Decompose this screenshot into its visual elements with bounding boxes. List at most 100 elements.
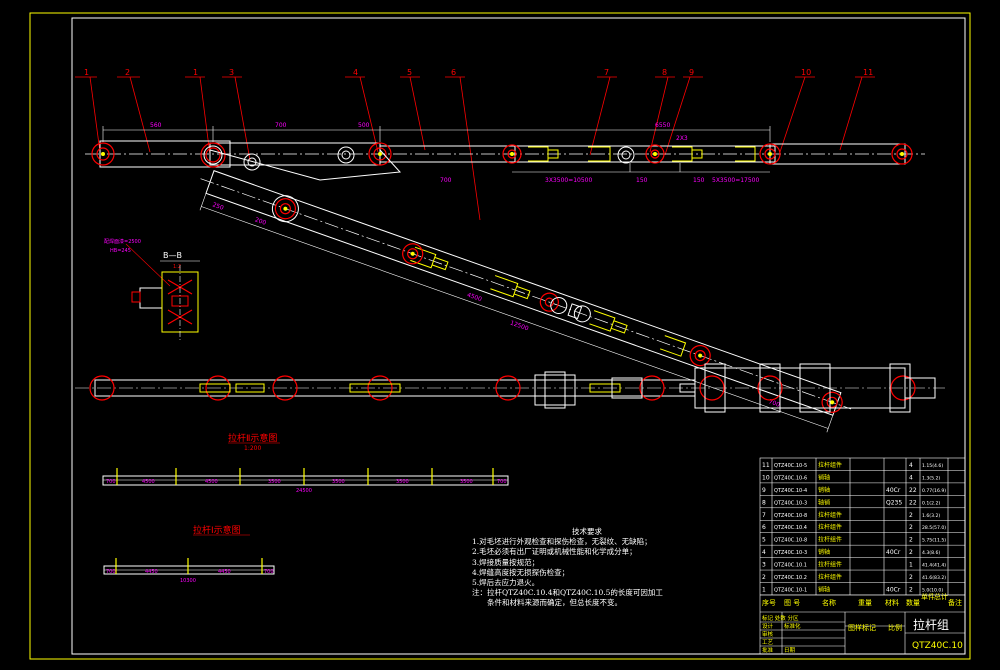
parts-row-qty: 4 — [909, 462, 913, 469]
top-rod-assembly: 560 700 500 6550 700 150 3X3500=10500 15… — [85, 122, 925, 184]
parts-row-seq: 1 — [762, 586, 766, 593]
tech-notes-title: 技术要求 — [572, 527, 602, 536]
dim-top-8: 150 — [693, 177, 705, 184]
tech-note-line: 3.焊接质量按规范； — [472, 557, 540, 567]
parts-row-qty: 1 — [909, 562, 913, 569]
header-stage: 图样标记 — [848, 623, 876, 632]
parts-row-name: 销轴 — [818, 585, 830, 593]
parts-row-seq: 11 — [762, 462, 770, 469]
parts-row-name: 轴销 — [818, 498, 830, 506]
parts-row-seq: 10 — [762, 474, 770, 481]
callout-labels: 1 2 1 3 4 5 6 7 8 9 10 11 — [84, 68, 873, 77]
header-weight: 重量 — [858, 599, 872, 607]
title-block: 拉杆组 QTZ40C.10 序号 图 号 名称 重量 材料 数量 备注 单件 总… — [762, 592, 963, 654]
parts-row-code: QTZ40C.10-8 — [774, 538, 807, 544]
parts-row-material: 40Cr — [886, 586, 901, 593]
parts-row-seq: 8 — [762, 499, 766, 506]
dim-top-10: 2X3 — [676, 135, 688, 142]
title-row-4: 工艺 — [762, 639, 774, 646]
connector-plate — [209, 149, 402, 181]
parts-row-weight: 5.75(11.5) — [922, 538, 946, 544]
sheet-diagram-2: 拉杆Ⅰ示意图 700 4450 4450 700 10300 — [103, 524, 275, 584]
header-material: 材料 — [885, 598, 899, 607]
sheet2-dim-1: 700 — [106, 569, 116, 575]
tech-note-line: 注：拉杆QTZ40C.10.4和QTZ40C.10.5的长度可因加工 — [472, 588, 663, 598]
sheet1-dim-6: 3500 — [396, 479, 409, 485]
tech-note-line: 1.对毛坯进行外观检查和探伤检查，无裂纹、无缺陷； — [472, 537, 652, 547]
parts-list-grid — [759, 457, 966, 655]
parts-row-qty: 2 — [909, 549, 913, 556]
parts-row-weight: 1.3(5.2) — [922, 475, 940, 481]
parts-row-code: QTZ40C.10-3 — [774, 550, 807, 556]
header-unit: 单件 — [921, 592, 935, 601]
header-seq: 序号 — [762, 598, 776, 607]
header-scale: 比例 — [888, 623, 902, 632]
parts-row-weight: 41.4(41.4) — [922, 563, 946, 569]
parts-row-qty: 2 — [909, 574, 913, 581]
callout-1a: 1 — [84, 68, 89, 77]
sheet1-dim-4: 3500 — [268, 479, 281, 485]
title-row-7: 日期 — [784, 647, 796, 654]
title-row-1: 标记 处数 分区 — [762, 614, 799, 622]
drawing-border — [71, 17, 966, 655]
callout-9: 9 — [689, 68, 694, 77]
dim-top-2: 700 — [275, 122, 287, 129]
callout-11: 11 — [863, 68, 873, 77]
parts-row-code: QTZ40C.10.2 — [774, 575, 807, 581]
parts-row-code: QTZ40C.10-6 — [774, 475, 807, 481]
dim-top-7: 3X3500=10500 — [545, 177, 592, 184]
dim-top-5: 700 — [440, 177, 452, 184]
sheet2-title: 拉杆Ⅰ示意图 — [193, 524, 241, 536]
header-total: 总计 — [934, 592, 948, 601]
parts-row-qty: 2 — [909, 524, 913, 531]
tech-note-line: 条件和材料来源而确定，但总长度不变。 — [472, 598, 622, 608]
callout-8: 8 — [662, 68, 667, 77]
parts-row-material: 40Cr — [886, 487, 901, 494]
parts-row-name: 拉杆组件 — [818, 461, 842, 469]
sheet1-dim-3: 4500 — [205, 479, 218, 485]
parts-row-name: 销轴 — [818, 486, 830, 494]
parts-row-name: 销轴 — [818, 548, 830, 556]
parts-row-name: 拉杆组件 — [818, 573, 842, 581]
parts-row-weight: 28.5(57.0) — [922, 525, 946, 531]
sheet1-dim-8: 700 — [497, 479, 507, 485]
parts-row-qty: 22 — [909, 499, 917, 506]
parts-row-weight: 41.6(83.2) — [922, 575, 946, 581]
dim-top-1: 560 — [150, 122, 162, 129]
parts-row-name: 销轴 — [818, 473, 830, 481]
parts-row-seq: 5 — [762, 537, 766, 544]
section-note-2: HB=245 — [110, 248, 131, 254]
sheet1-dim-7: 3500 — [460, 479, 473, 485]
title-row-6: 标准化 — [784, 622, 801, 630]
title-row-2: 设计 — [762, 622, 774, 630]
header-name: 名称 — [822, 598, 836, 607]
parts-row-name: 拉杆组件 — [818, 523, 842, 531]
parts-row-qty: 2 — [909, 537, 913, 544]
parts-row-seq: 6 — [762, 524, 766, 531]
parts-row-code: QTZ40C.10-5 — [774, 463, 807, 469]
sheet-diagram-1: 拉杆Ⅱ示意图 1:200 700 4500 4500 3500 3500 350… — [102, 432, 509, 494]
parts-row-seq: 2 — [762, 574, 766, 581]
sheet2-dim-2: 4450 — [145, 569, 158, 575]
drawing-name: 拉杆组 — [913, 617, 949, 632]
parts-row-material: Q235 — [886, 499, 902, 506]
header-qty: 数量 — [906, 598, 920, 607]
callout-5: 5 — [407, 68, 412, 77]
callout-7: 7 — [604, 68, 609, 77]
dim-top-9: 5X3500=17500 — [712, 177, 759, 184]
parts-row-name: 拉杆组件 — [818, 511, 842, 519]
sheet1-dim-2: 4500 — [142, 479, 155, 485]
dim-top-6: 150 — [636, 177, 648, 184]
callout-1b: 1 — [193, 68, 198, 77]
callout-group — [75, 76, 875, 221]
section-scale: 1:2 — [173, 264, 181, 270]
tech-note-line: 5.焊后去应力退火。 — [472, 578, 540, 588]
dim-slant-3: 4500 — [466, 291, 483, 303]
section-bb: B—B 1:2 配焊面漆=2500 HB=245 — [104, 238, 200, 340]
sheet2-dim-3: 4450 — [218, 569, 231, 575]
parts-row-weight: 5.0(10.0) — [922, 587, 943, 593]
parts-row-code: QTZ40C.10.4 — [774, 525, 807, 531]
callout-4: 4 — [353, 68, 358, 77]
parts-row-code: QTZ40C.10-3 — [774, 500, 807, 506]
